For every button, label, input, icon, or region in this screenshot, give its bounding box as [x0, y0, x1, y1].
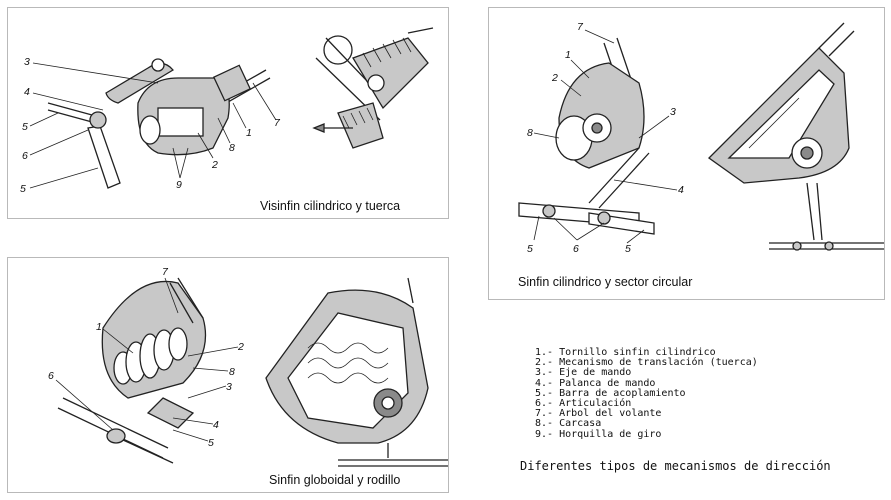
cylindrical-worm-nut-illustration: 3 4 5 6 5 9 2 8 1 7: [20, 27, 434, 195]
callout-1: 1: [565, 49, 571, 61]
callout-5: 5: [527, 243, 533, 255]
leader-5b: [626, 229, 645, 244]
legend-item-4: 4.- Palanca de mando: [535, 377, 656, 389]
callout-2: 2: [551, 72, 558, 84]
callout-6: 6: [22, 150, 28, 162]
cylindrical-worm-sector-illustration: 7 1 2 3 8 4 5 6 5: [518, 21, 884, 255]
sector-cutaway: [707, 22, 884, 251]
leader-1: [570, 59, 590, 79]
nut-block: [157, 107, 204, 137]
caption-cylindrical-worm-sector: Sinfin cilindrico y sector circular: [518, 275, 693, 289]
legend-item-2: 2.- Mecanismo de translación (tuerca): [535, 357, 758, 369]
leader-5: [172, 429, 209, 442]
leader-8: [192, 367, 229, 372]
globoidal-worm: [113, 327, 188, 385]
globoidal-cutaway: [265, 277, 448, 467]
leader-7: [584, 29, 615, 44]
callout-3: 3: [226, 381, 232, 393]
ball-joint: [106, 428, 126, 444]
leader-3: [32, 62, 159, 84]
callout-5: 5: [22, 121, 28, 133]
leader-8: [217, 117, 231, 144]
leader-5a: [29, 112, 59, 127]
leader-6a: [553, 217, 578, 241]
leader-9a: [172, 147, 181, 179]
legend-item-3: 3.- Eje de mando: [535, 367, 632, 379]
panel-globoidal-worm-roller: 7 1 2 8 3 6 4 5 Sinfin globoidal y rodil…: [7, 257, 449, 493]
callout-4: 4: [213, 419, 219, 431]
callout-8: 8: [527, 127, 533, 139]
leader-1: [102, 328, 134, 354]
callout-7: 7: [577, 21, 584, 33]
callout-2: 2: [211, 159, 218, 171]
figure-title: Diferentes tipos de mecanismos de direcc…: [520, 459, 831, 473]
leader-6: [29, 129, 89, 156]
callout-3: 3: [670, 106, 676, 118]
leader-5a: [533, 215, 540, 241]
drag-link: [62, 397, 169, 449]
legend-item-5: 5.- Barra de acoplamiento: [535, 387, 686, 399]
pitman-pivot: [151, 58, 165, 72]
leader-5b: [29, 167, 99, 189]
caption-globoidal-worm-roller: Sinfin globoidal y rodillo: [269, 473, 401, 487]
callout-8: 8: [229, 142, 235, 154]
joint-right: [597, 211, 611, 225]
leader-9b: [179, 147, 189, 179]
leader-1: [232, 102, 247, 129]
callout-5: 5: [208, 437, 214, 449]
panel-cylindrical-worm-nut: 3 4 5 6 5 9 2 8 1 7 Visinfin cilindrico …: [7, 7, 449, 219]
sector-hub: [591, 122, 603, 134]
leader-8: [533, 132, 560, 139]
leader-3: [187, 385, 227, 399]
joint-left: [542, 204, 556, 218]
callout-2: 2: [237, 341, 244, 353]
leader-2: [197, 132, 214, 159]
legend-item-7: 7.- Arbol del volante: [535, 408, 662, 420]
callout-9: 9: [176, 179, 182, 191]
leader-2: [187, 346, 239, 357]
legend-item-6: 6.- Articulación: [535, 398, 632, 410]
callout-1: 1: [96, 321, 102, 333]
worm-nut-cutaway: [312, 27, 434, 149]
legend-item-1: 1.- Tornillo sinfin cilindrico: [535, 347, 716, 358]
end-nut: [212, 64, 252, 102]
globoidal-worm-roller-illustration: 7 1 2 8 3 6 4 5: [48, 266, 448, 467]
leader-2: [560, 79, 582, 97]
callout-3: 3: [24, 56, 30, 68]
callout-7: 7: [274, 117, 281, 129]
ball-joint: [89, 111, 107, 129]
caption-cylindrical-worm-nut: Visinfin cilindrico y tuerca: [260, 199, 401, 213]
leader-4: [172, 417, 214, 425]
leader-6: [55, 379, 114, 431]
leader-6b: [576, 222, 605, 241]
leader-4: [32, 92, 104, 111]
leader-7: [252, 82, 277, 121]
callout-1: 1: [246, 127, 252, 139]
housing-end: [139, 115, 161, 145]
leader-3: [638, 115, 670, 139]
callout-6: 6: [573, 243, 579, 255]
leader-4: [613, 179, 678, 191]
callout-5: 5: [625, 243, 631, 255]
pitman-arm: [588, 147, 640, 204]
tie-rod: [87, 125, 121, 189]
pitman-arm-edge: [598, 152, 650, 209]
parts-legend: 1.- Tornillo sinfin cilindrico 2.- Mecan…: [535, 347, 758, 440]
pitman-arm: [146, 397, 195, 429]
callout-7: 7: [162, 266, 169, 278]
callout-4: 4: [678, 184, 684, 196]
callout-5: 5: [20, 183, 26, 195]
panel-cylindrical-worm-sector: 7 1 2 3 8 4 5 6 5 Sinfin cilindrico y se…: [488, 7, 885, 300]
callout-6: 6: [48, 370, 54, 382]
callout-8: 8: [229, 366, 235, 378]
legend-item-9: 9.- Horquilla de giro: [535, 428, 662, 440]
callout-4: 4: [24, 86, 30, 98]
steering-shaft-edge: [169, 282, 194, 324]
steering-shaft: [177, 277, 204, 319]
leader-7: [164, 277, 179, 314]
legend-item-8: 8.- Carcasa: [535, 418, 602, 430]
